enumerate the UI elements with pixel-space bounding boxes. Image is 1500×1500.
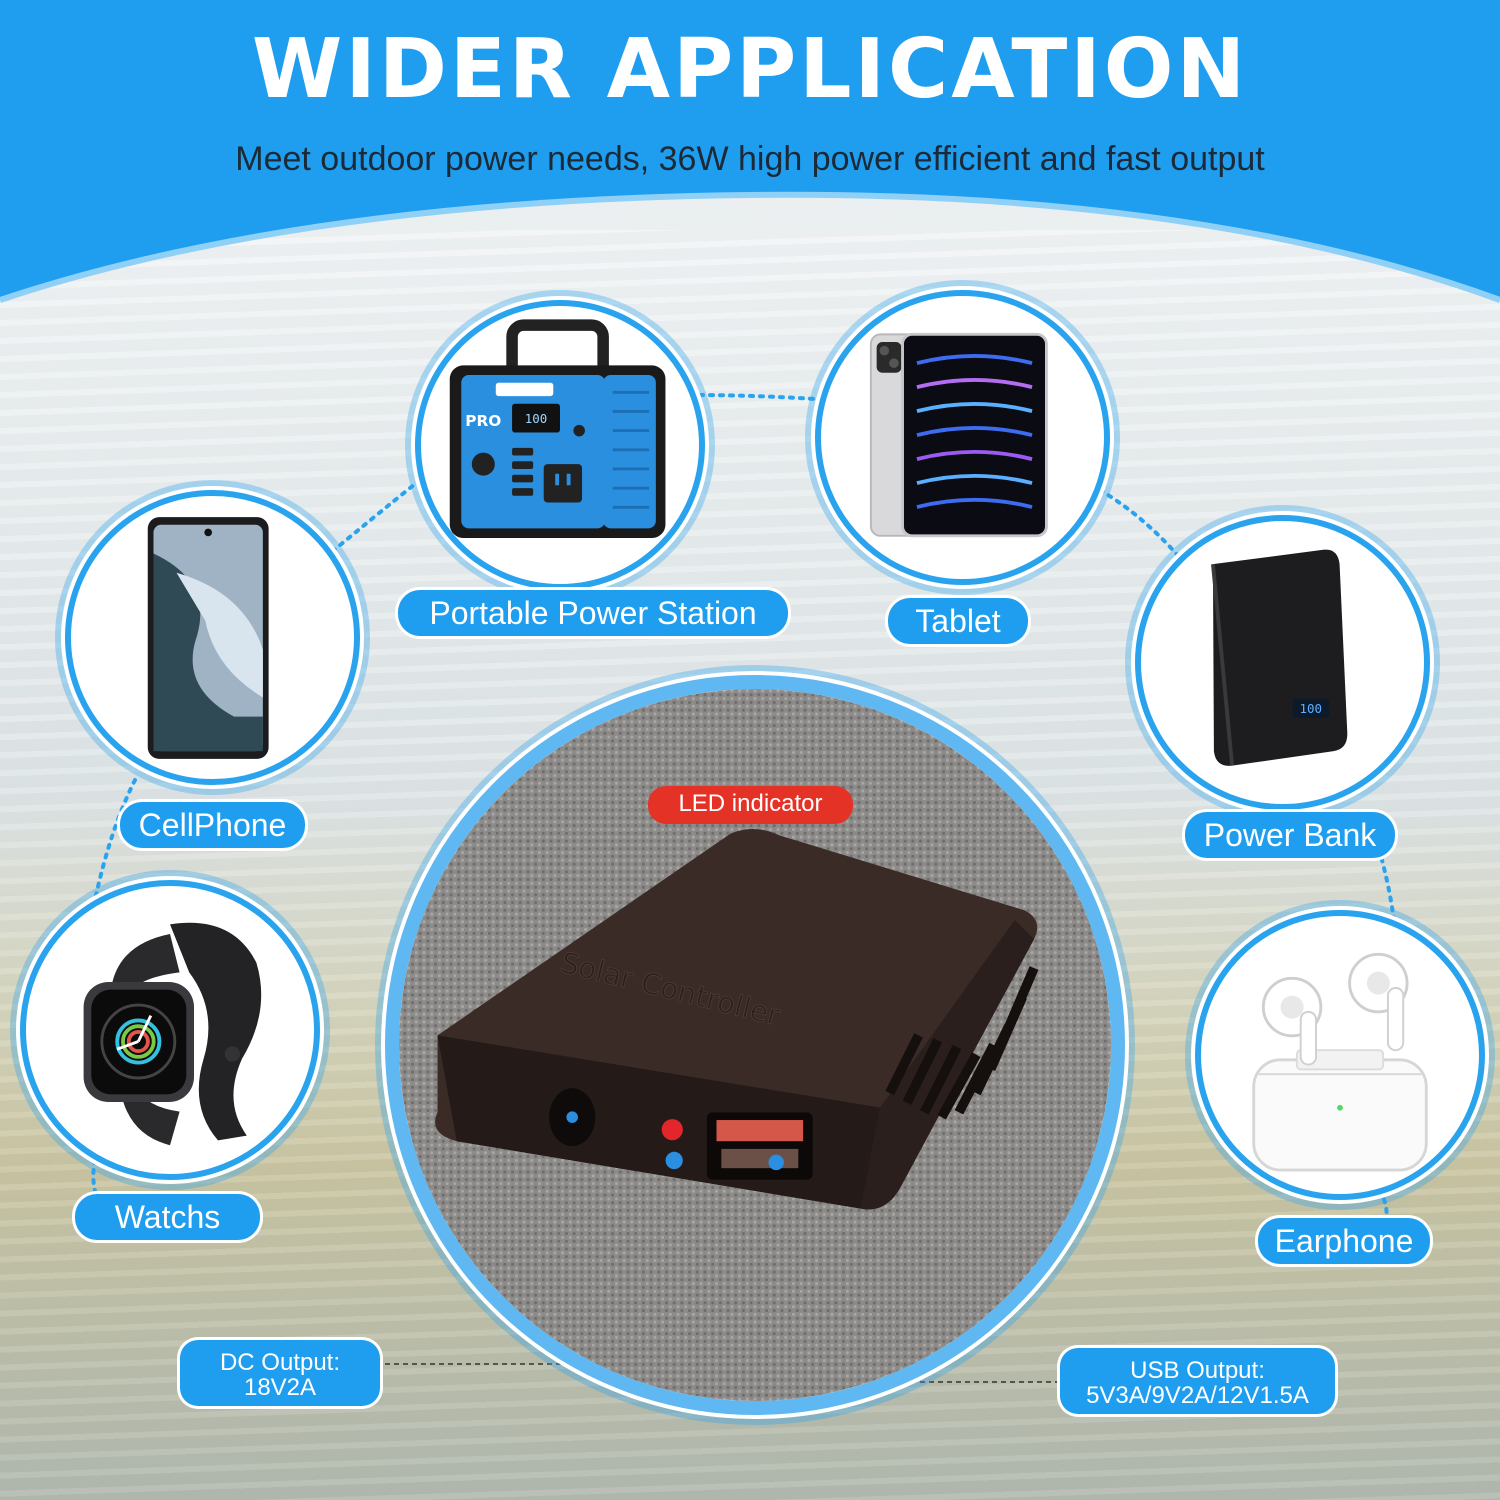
dc-output-value: 18V2A: [243, 1374, 317, 1401]
watch-circle: [20, 880, 320, 1180]
power-station-label: Portable Power Station: [398, 590, 788, 636]
watch-icon: [83, 922, 262, 1146]
earphone-icon: [1252, 952, 1428, 1172]
led-indicator-label: LED indicator: [648, 786, 853, 824]
tablet-label: Tablet: [888, 598, 1028, 644]
dc-output-pill: DC Output: 18V2A: [180, 1340, 380, 1406]
tablet-icon: [869, 332, 1048, 538]
power-station-icon: 100 PRO: [449, 319, 666, 538]
power-bank-icon: 100: [1211, 549, 1348, 766]
header-banner: [0, 0, 1500, 303]
usb-output-label: USB Output:: [1130, 1357, 1265, 1384]
power-bank-display: 100: [1300, 701, 1323, 716]
power-station-display: 100: [525, 411, 548, 426]
power-station-circle: 100 PRO: [415, 300, 705, 590]
phone-icon: [147, 517, 269, 759]
earphone-circle: [1195, 910, 1485, 1200]
usb-output-value: 5V3A/9V2A/12V1.5A: [1086, 1382, 1309, 1409]
dc-output-label: DC Output:: [219, 1349, 341, 1376]
power-station-brand: PRO: [465, 412, 501, 430]
solar-controller-image: Solar Controller: [399, 689, 1111, 1401]
power-bank-circle: 100: [1135, 515, 1430, 810]
cellphone-label: CellPhone: [120, 802, 305, 848]
page-subtitle: Meet outdoor power needs, 36W high power…: [235, 140, 1265, 178]
page-title: WIDER APPLICATION: [251, 22, 1249, 117]
earphone-label: Earphone: [1258, 1218, 1430, 1264]
power-bank-label: Power Bank: [1185, 812, 1395, 858]
usb-output-pill: USB Output: 5V3A/9V2A/12V1.5A: [1060, 1348, 1335, 1414]
cellphone-circle: [65, 490, 360, 785]
watch-label: Watchs: [75, 1194, 260, 1240]
tablet-circle: [815, 290, 1110, 585]
